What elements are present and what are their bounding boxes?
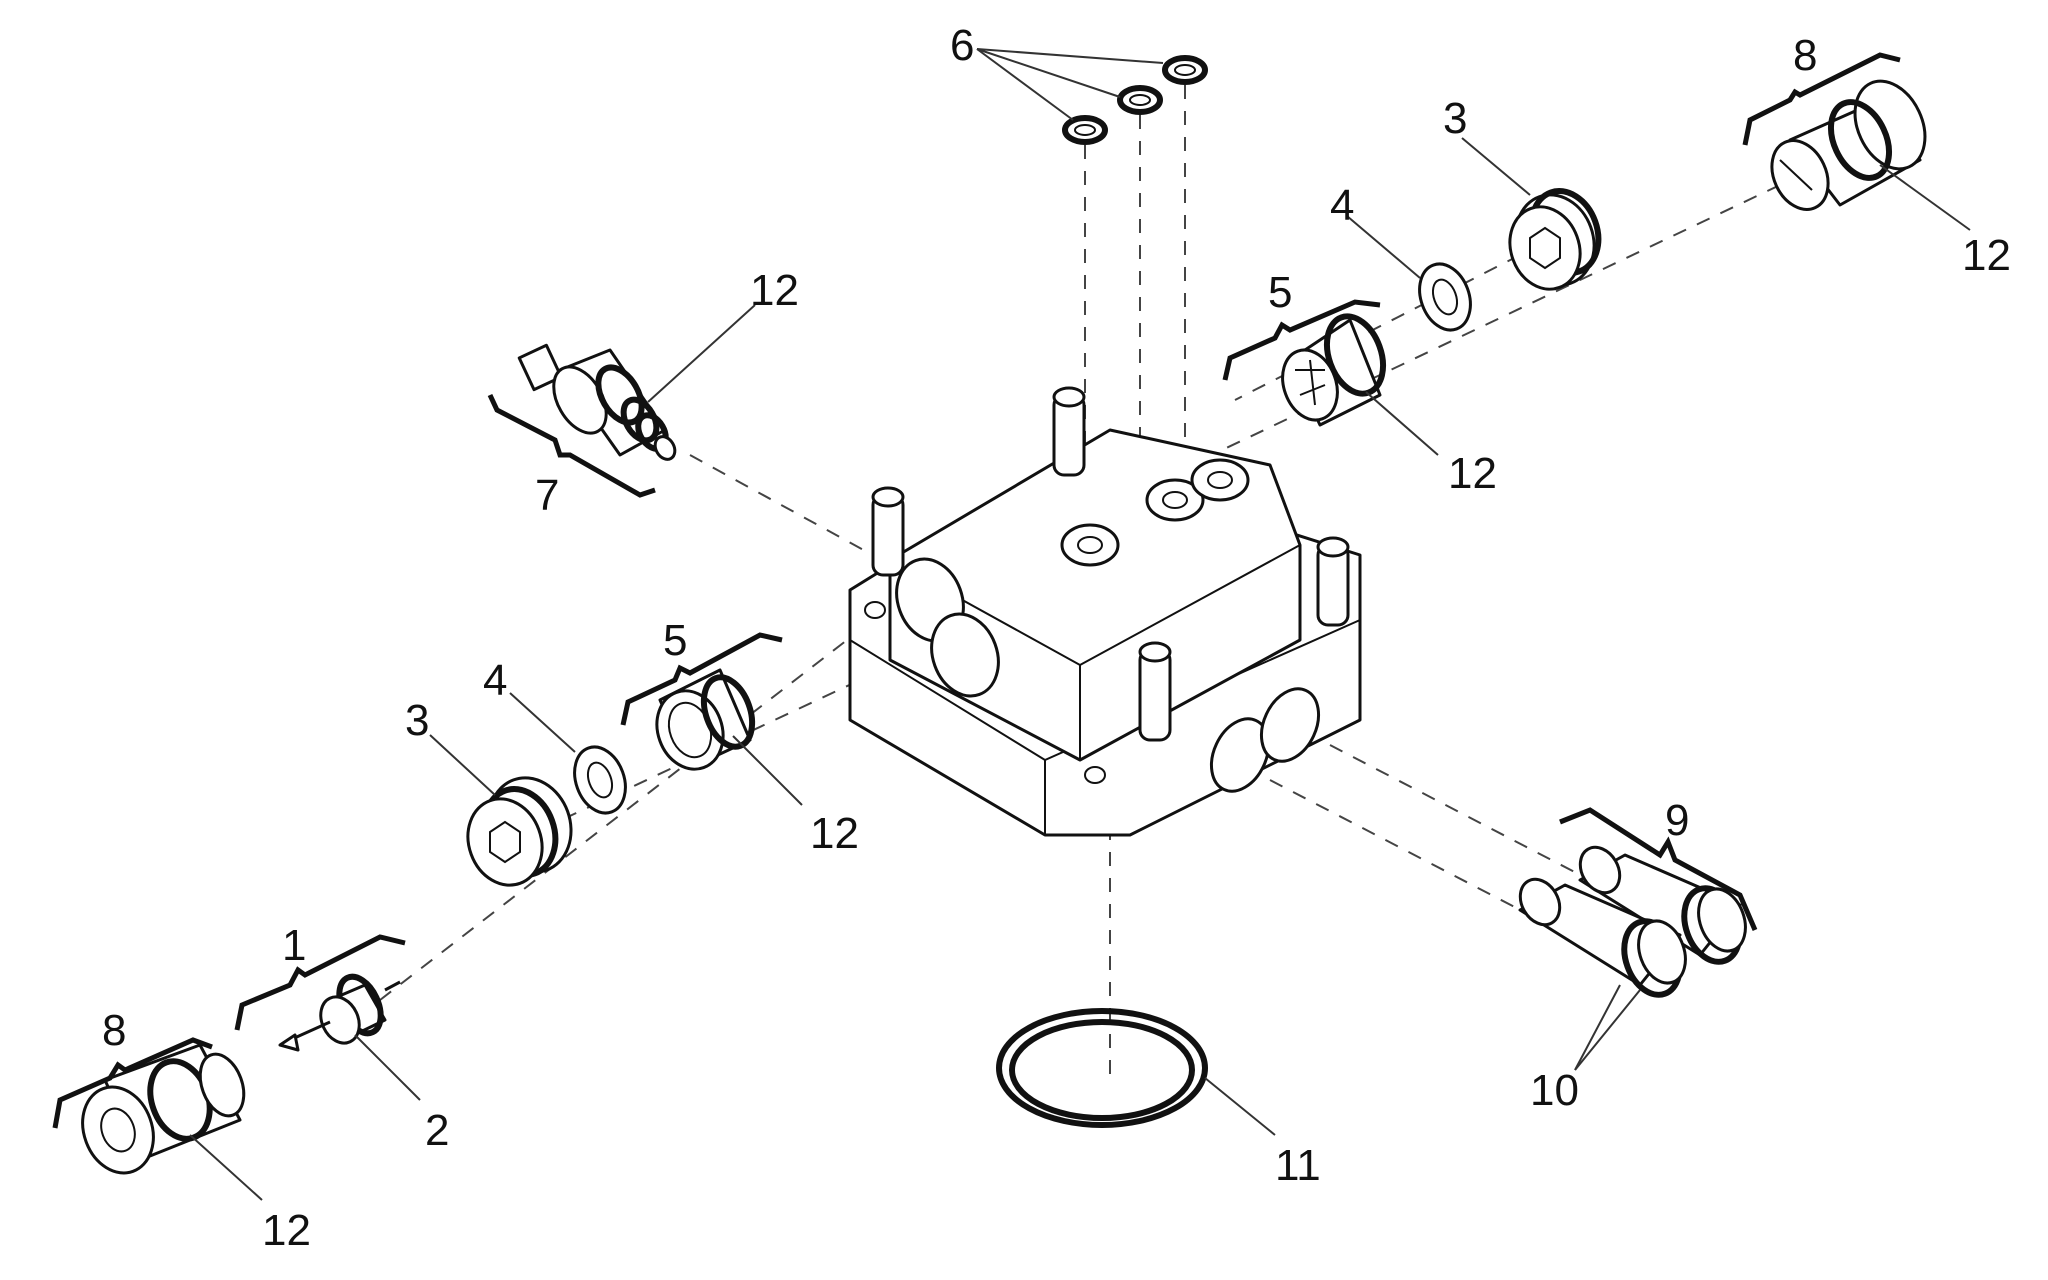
part-5-check-valve-upper-right (1281, 313, 1387, 427)
brace-7 (487, 393, 656, 498)
part-5-check-valve-lower-left (655, 668, 756, 771)
oring-small-3 (1162, 55, 1208, 85)
part-4-washer-upper-right (1418, 262, 1472, 332)
brace-1 (234, 934, 406, 1031)
callout-12-top-right: 12 (1962, 231, 2011, 280)
leader-lines (189, 48, 1971, 1201)
brace-5-upper-right (1222, 299, 1381, 381)
brace-8-top-right (1742, 52, 1901, 146)
callout-10: 10 (1530, 1066, 1579, 1115)
oring-small-2 (1117, 85, 1163, 115)
axis-lower-left (379, 629, 861, 1001)
manifold-body (848, 386, 1362, 837)
callout-6: 6 (950, 21, 974, 70)
brace-5-lower-left (620, 632, 783, 726)
axis-lower-right-b (1269, 779, 1531, 916)
callout-labels: 6 8 12 3 4 5 12 12 7 3 4 5 12 1 8 2 12 9… (102, 21, 2011, 1255)
callout-5-lower-left: 5 (663, 616, 687, 665)
callout-4-lower-left: 4 (483, 656, 507, 705)
callout-11: 11 (1275, 1141, 1321, 1190)
callout-1: 1 (282, 921, 306, 970)
callout-4-upper-right: 4 (1330, 181, 1354, 230)
callout-12-bottom-left: 12 (262, 1206, 311, 1255)
callout-2: 2 (425, 1106, 449, 1155)
callout-5-upper-right: 5 (1268, 268, 1292, 317)
part-2-valve-pin (278, 980, 401, 1052)
part-4-washer-lower-left (573, 745, 627, 815)
callout-8-top-right: 8 (1793, 31, 1817, 80)
part-8-cartridge-top-right (1770, 79, 1927, 211)
callout-12-upper-right: 12 (1448, 449, 1497, 498)
callout-3-upper-right: 3 (1443, 94, 1467, 143)
part-3-plug-upper-right (1508, 188, 1602, 291)
cartridge-front (1518, 877, 1687, 998)
callout-12-lower-left: 12 (810, 809, 859, 858)
assembly-braces (52, 52, 1901, 1129)
part-6-orings (1062, 55, 1208, 145)
axis-upper-left (689, 454, 901, 571)
brace-9 (1559, 807, 1758, 931)
part-7-sensor-upper-left (517, 343, 677, 461)
callout-7: 7 (535, 471, 559, 520)
axis-lower-right-a (1329, 744, 1591, 881)
part-8-cartridge-bottom-left (81, 1043, 246, 1175)
part-11-large-oring (996, 1008, 1208, 1128)
part-1-valve-insert (278, 973, 401, 1052)
brace-8-bottom-left (52, 1037, 213, 1129)
callout-8-bottom-left: 8 (102, 1006, 126, 1055)
oring-small-1 (1062, 115, 1108, 145)
callout-3-lower-left: 3 (405, 696, 429, 745)
axis-upper-right (1179, 184, 1781, 471)
part-9-twin-cartridges (1518, 845, 1747, 998)
callout-9: 9 (1665, 796, 1689, 845)
cartridge-rear (1578, 845, 1747, 965)
callout-12-upper-left: 12 (750, 266, 799, 315)
part-3-plug-lower-left (466, 776, 573, 887)
